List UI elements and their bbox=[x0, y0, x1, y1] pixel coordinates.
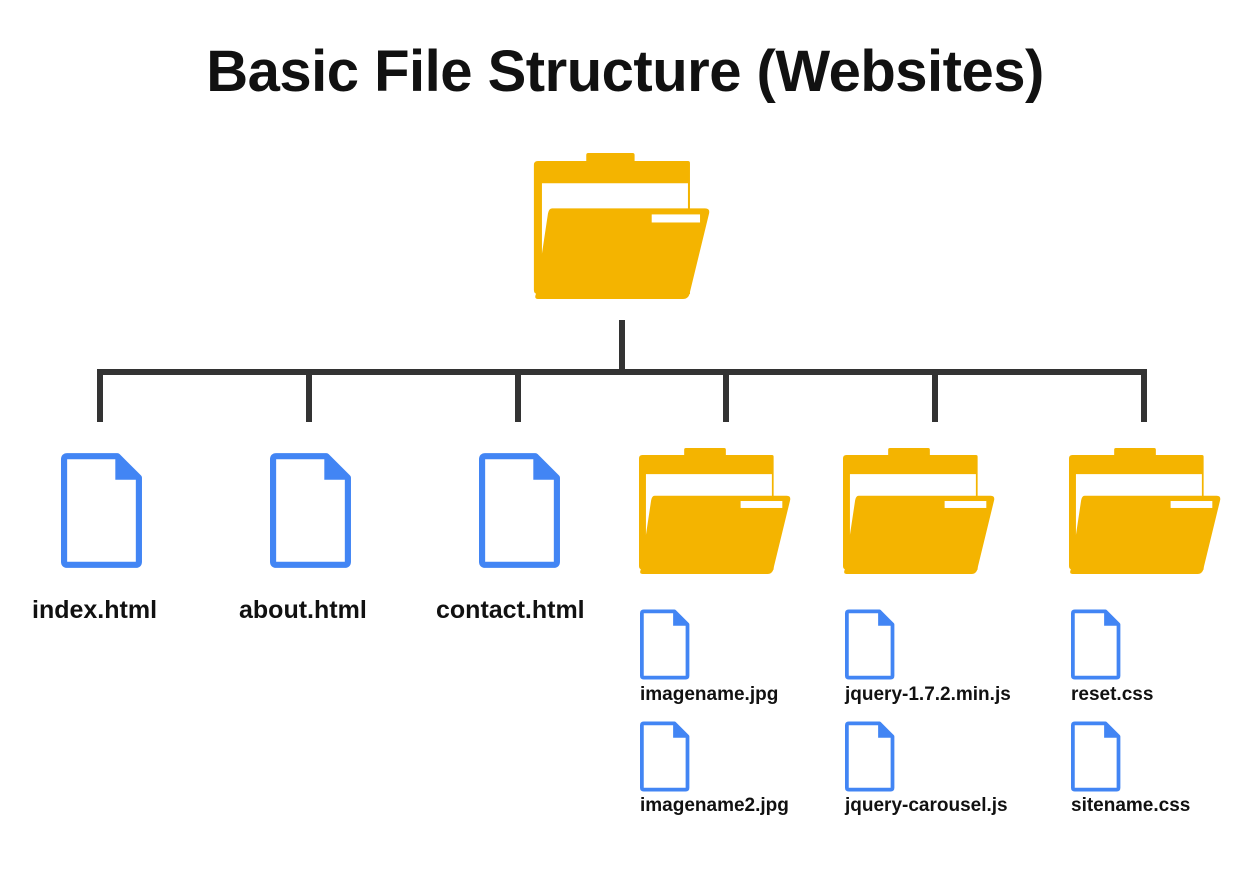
file-label-sitename: sitename.css bbox=[1071, 795, 1191, 816]
file-icon[interactable] bbox=[640, 721, 690, 797]
folder-icon[interactable] bbox=[843, 448, 995, 579]
file-label-jquery-min: jquery-1.7.2.min.js bbox=[845, 684, 1011, 705]
file-label-imagename: imagename.jpg bbox=[640, 684, 779, 705]
file-icon[interactable] bbox=[845, 609, 895, 685]
file-icon[interactable] bbox=[1071, 609, 1121, 685]
file-icon[interactable] bbox=[479, 453, 561, 573]
file-label-about: about.html bbox=[239, 596, 367, 624]
file-icon[interactable] bbox=[1071, 721, 1121, 797]
folder-icon[interactable] bbox=[639, 448, 791, 579]
file-icon[interactable] bbox=[640, 609, 690, 685]
file-icon[interactable] bbox=[845, 721, 895, 797]
file-label-imagename2: imagename2.jpg bbox=[640, 795, 789, 816]
file-icon[interactable] bbox=[270, 453, 352, 573]
file-label-jquery-carousel: jquery-carousel.js bbox=[845, 795, 1008, 816]
file-label-contact: contact.html bbox=[436, 596, 585, 624]
file-icon[interactable] bbox=[61, 453, 143, 573]
page-title: Basic File Structure (Websites) bbox=[206, 39, 1044, 104]
root-folder-icon[interactable] bbox=[533, 153, 711, 304]
file-label-reset: reset.css bbox=[1071, 684, 1154, 705]
folder-icon[interactable] bbox=[1069, 448, 1221, 579]
file-label-index: index.html bbox=[32, 596, 158, 624]
